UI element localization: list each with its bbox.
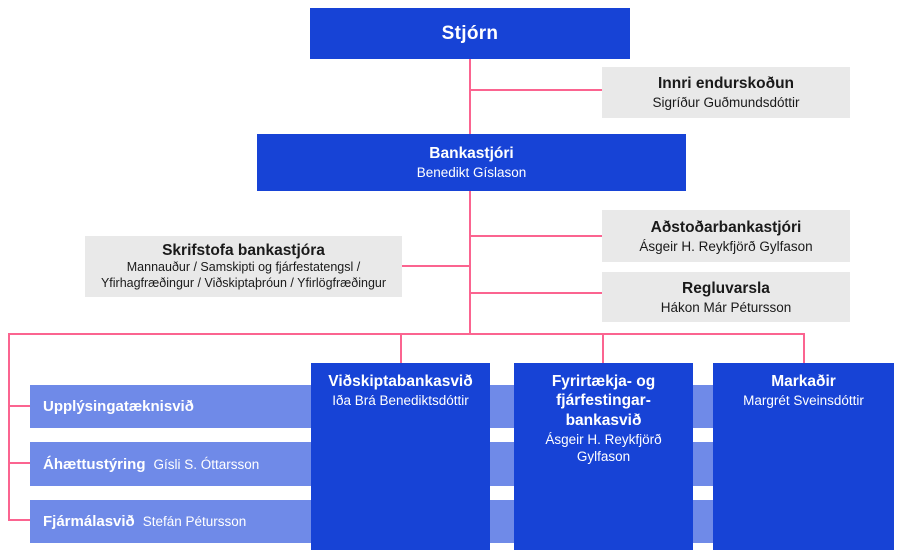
node-person-name: Ásgeir H. Reykfjörð Gylfason [639, 238, 813, 254]
connector-stjorn-bankastjori [469, 58, 471, 135]
connector-innri-endurskodun [470, 89, 603, 91]
node-title: Áhættustýring [43, 455, 146, 473]
connector-adstodarbankastjori [470, 235, 603, 237]
node-stjorn: Stjórn [310, 8, 630, 59]
node-skrifstofa-bankastjora: Skrifstofa bankastjóra Mannauður / Samsk… [85, 236, 402, 297]
node-person-name: Stefán Pétursson [142, 514, 247, 529]
connector-bottom-horizontal [8, 333, 805, 335]
connector-bankastjori-trunk [469, 190, 471, 335]
connector-drop-fyrirtaekjabankasvid [602, 333, 604, 363]
node-person-name: Gísli S. Óttarsson [153, 456, 260, 472]
node-person-name: Sigríður Guðmundsdóttir [652, 95, 800, 110]
node-markadir: Markaðir Margrét Sveinsdóttir [713, 363, 894, 550]
node-title: Innri endurskoðun [657, 75, 795, 92]
node-bankastjori: Bankastjóri Benedikt Gíslason [257, 134, 686, 191]
connector-stub-fjarmalasvid [8, 519, 32, 521]
node-person-name: Iða Brá Benediktsdóttir [332, 393, 469, 409]
node-adstodarbankastjori: Aðstoðarbankastjóri Ásgeir H. Reykfjörð … [602, 210, 850, 262]
node-innri-endurskodun: Innri endurskoðun Sigríður Guðmundsdótti… [602, 67, 850, 118]
node-title: Markaðir [771, 373, 836, 390]
connector-stub-upplysingataeknisvid [8, 405, 32, 407]
node-title: Fjármálasvið [43, 513, 135, 530]
node-title: Stjórn [441, 22, 499, 44]
connector-left-vertical [8, 333, 10, 521]
node-title: Regluvarsla [682, 279, 770, 297]
node-vidskiptabankasvid: Viðskiptabankasvið Iða Brá Benediktsdótt… [311, 363, 490, 550]
node-person-name: Margrét Sveinsdóttir [743, 393, 864, 409]
node-person-name: Benedikt Gíslason [416, 165, 527, 180]
node-title: Bankastjóri [429, 145, 514, 162]
connector-drop-vidskiptabankasvid [400, 333, 402, 363]
connector-skrifstofa [402, 265, 470, 267]
node-regluvarsla: Regluvarsla Hákon Már Pétursson [602, 272, 850, 322]
node-person-name: Hákon Már Pétursson [660, 299, 792, 315]
node-title: Viðskiptabankasvið [328, 373, 473, 390]
connector-drop-markadir [803, 333, 805, 363]
node-title: Skrifstofa bankastjóra [162, 242, 325, 259]
node-departments-line1: Mannauður / Samskipti og fjárfestatengsl… [126, 260, 361, 274]
node-title: Upplýsingatæknisvið [43, 398, 194, 415]
node-title: Aðstoðarbankastjóri [650, 218, 802, 236]
connector-stub-ahaettustyring [8, 462, 32, 464]
node-fyrirtaekja-og-fjarfestingarbankasvid: Fyrirtækja- og fjárfestingar-bankasvið Á… [514, 363, 693, 550]
node-departments-line2: Yfirhagfræðingur / Viðskiptaþróun / Yfir… [100, 275, 387, 290]
node-person-name: Ásgeir H. Reykfjörð Gylfason [545, 432, 662, 464]
connector-regluvarsla [470, 292, 603, 294]
node-title: Fyrirtækja- og fjárfestingar-bankasvið [551, 373, 656, 429]
